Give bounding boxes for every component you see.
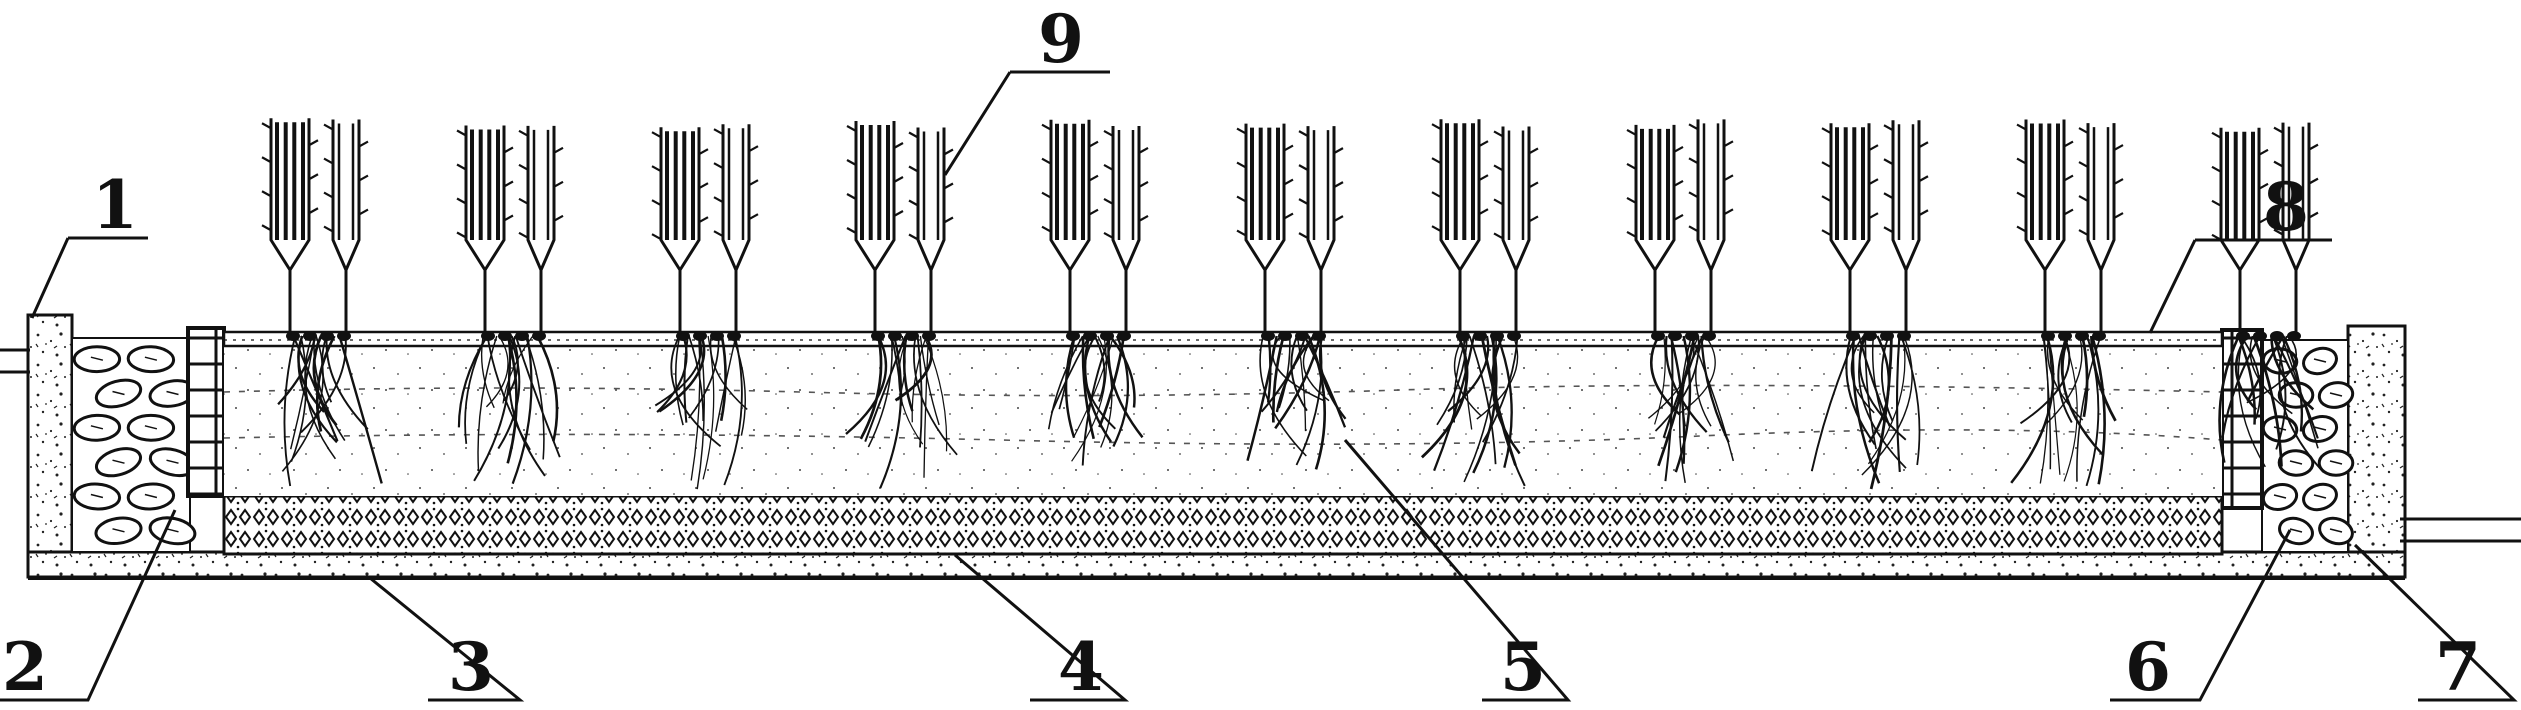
reed-plant (1626, 119, 1735, 484)
soil-substrate (223, 346, 2223, 496)
wetland-plants (261, 118, 2325, 490)
reed-plant (1810, 120, 1929, 490)
callout-5: 5 (1500, 628, 1546, 706)
callout-7: 7 (2435, 628, 2481, 706)
callout-4: 4 (1058, 628, 1104, 706)
leader-6 (2110, 529, 2292, 702)
reed-plant (456, 125, 564, 485)
leader-8 (2148, 238, 2332, 334)
leader-4 (954, 553, 1130, 702)
reed-plant (261, 118, 383, 487)
outlet-stone-zone (2261, 339, 2355, 553)
callout-8: 8 (2263, 168, 2309, 246)
reed-plant (1236, 123, 1347, 470)
callout-9: 9 (1038, 0, 1084, 78)
reed-plant (2010, 119, 2124, 487)
leader-2 (0, 509, 177, 702)
callout-3: 3 (448, 628, 494, 706)
callout-labels: 1 2 3 4 5 6 7 8 9 (2, 0, 2481, 706)
leader-lines (0, 70, 2518, 702)
leader-3 (369, 576, 525, 702)
callout-2: 2 (2, 628, 48, 706)
leader-5 (1343, 439, 1572, 702)
callout-1: 1 (92, 166, 138, 244)
left-brick-wall (186, 326, 226, 498)
leader-7 (2353, 543, 2518, 702)
leader-9 (943, 70, 1110, 176)
reed-plant (845, 120, 958, 489)
reed-plant (651, 124, 759, 490)
outlet-pipe (2400, 517, 2521, 543)
reed-plant (1041, 119, 1149, 466)
leader-1 (30, 236, 148, 319)
inlet-stone-zone (71, 337, 197, 553)
inlet-pipe (0, 348, 30, 374)
right-brick-wall (2220, 328, 2264, 510)
gravel-layer (222, 494, 2224, 556)
callout-6: 6 (2125, 628, 2171, 706)
reed-plant (1420, 119, 1539, 487)
